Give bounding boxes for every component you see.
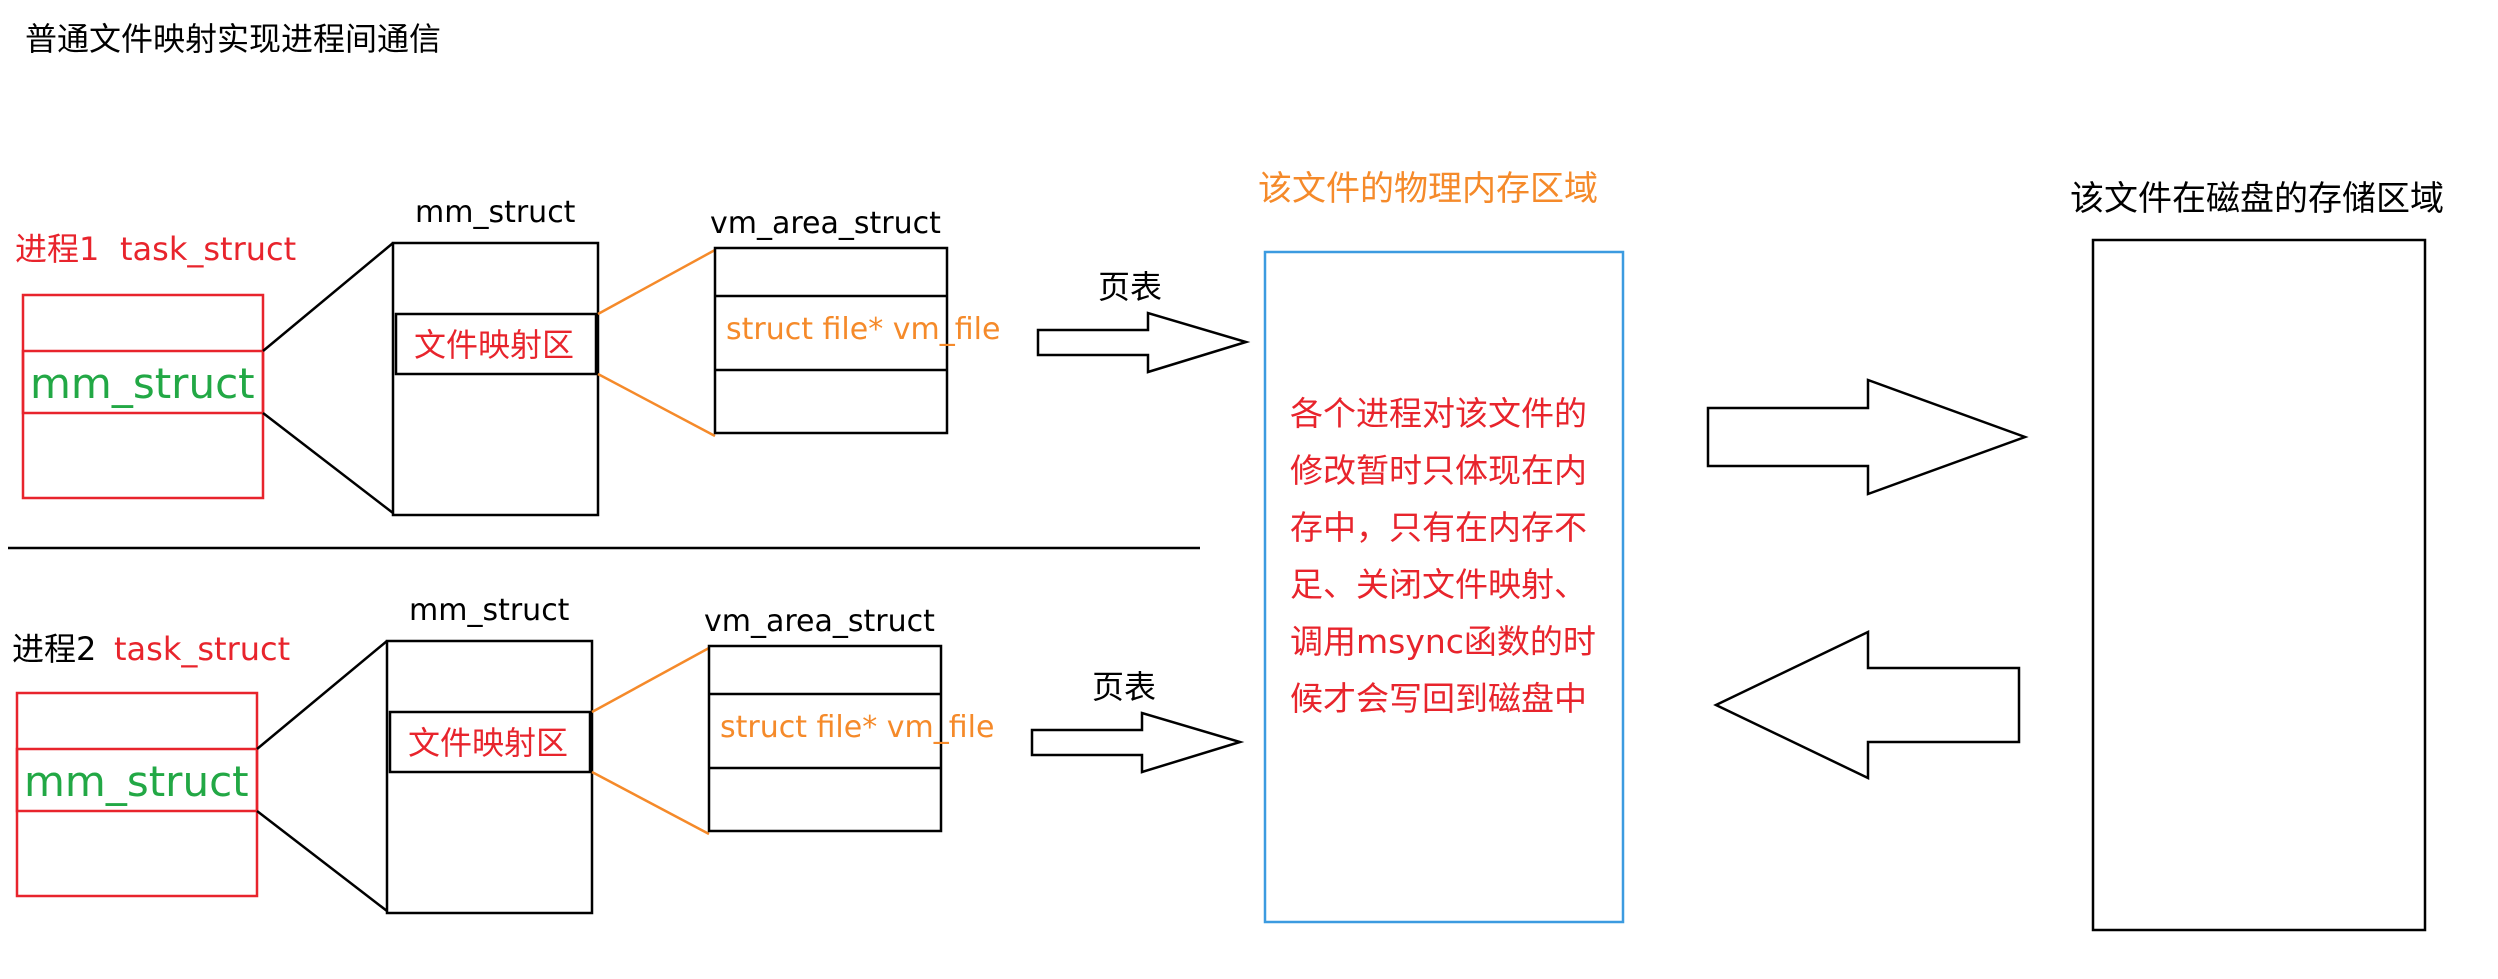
disk-box [2091, 238, 2427, 932]
process-2-task-struct-label: task_struct [114, 630, 290, 668]
process-1-name: 进程1 [15, 230, 99, 268]
process-1-mm-struct-field [21, 349, 265, 415]
process-1-connector-bottom [262, 412, 394, 514]
process-2-orange-connector-top [591, 646, 710, 714]
process-2-page-table-label: 页表 [1092, 668, 1156, 706]
process-1-orange-connector-top [597, 248, 716, 316]
hollow-arrow-right-icon [1030, 711, 1245, 774]
process-2-mapping-region-label: 文件映射区 [408, 724, 568, 762]
physical-memory-note-line-2: 修改暂时只体现在内 [1290, 451, 1587, 490]
physical-memory-note-line-1: 各个进程对该文件的 [1290, 394, 1587, 433]
process-1-page-table-label: 页表 [1098, 268, 1162, 306]
physical-memory-box [1263, 250, 1625, 924]
hollow-arrow-left-icon [1713, 630, 2021, 780]
process-1-mm-struct-label: mm_struct [415, 195, 576, 230]
physical-memory-note-line-5: 调用msync函数的时 [1290, 622, 1596, 661]
process-2-connector-top [256, 640, 388, 750]
physical-memory-note-line-6: 候才会写回到磁盘中 [1290, 679, 1587, 718]
process-1-vm-area-label: vm_area_struct [710, 206, 941, 241]
process-1-mm-struct-field-label: mm_struct [30, 359, 255, 408]
process-1-task-struct-label: task_struct [120, 230, 296, 268]
process-2-vm-area-box [707, 644, 943, 833]
process-1-vm-file-field: struct file* vm_file [726, 312, 1000, 347]
process-2-vm-file-field: struct file* vm_file [720, 710, 994, 745]
physical-memory-note-line-3: 存中，只有在内存不 [1290, 508, 1587, 547]
hollow-arrow-right-icon [1706, 378, 2029, 496]
process-2-mm-struct-field [15, 747, 259, 813]
process-1-mm-struct-box [391, 241, 600, 517]
process-2-orange-connector-bottom [591, 770, 710, 836]
process-1-vm-area-box [713, 246, 949, 435]
process-2-mm-struct-field-label: mm_struct [24, 757, 249, 806]
process-2-name: 进程2 [12, 630, 96, 668]
physical-memory-group: 该文件的物理内存区域 各个进程对该文件的 修改暂时只体现在内 存中，只有在内存不… [1258, 169, 1625, 924]
process-2-connector-bottom [256, 810, 388, 912]
disk-group: 该文件在磁盘的存储区域 [2070, 179, 2444, 932]
physical-memory-note-line-4: 足、关闭文件映射、 [1290, 565, 1587, 604]
physical-memory-label: 该文件的物理内存区域 [1258, 169, 1598, 209]
process-1-group: 进程1 task_struct mm_struct mm_struct 文件映射… [15, 195, 1251, 517]
process-2-vm-area-label: vm_area_struct [704, 604, 935, 639]
process-1-mapping-region-label: 文件映射区 [414, 326, 574, 364]
diagram-title: 普通文件映射实现进程间通信 [25, 20, 441, 58]
process-2-group: 进程2 task_struct mm_struct mm_struct 文件映射… [12, 593, 1245, 915]
process-1-orange-connector-bottom [597, 372, 716, 438]
process-1-connector-top [262, 242, 394, 352]
hollow-arrow-right-icon [1036, 311, 1251, 374]
disk-label: 该文件在磁盘的存储区域 [2070, 179, 2444, 219]
process-2-mapping-region-box [388, 710, 592, 774]
process-2-mm-struct-label: mm_struct [409, 593, 570, 628]
process-1-mapping-region-box [394, 312, 598, 376]
process-2-mm-struct-box [385, 639, 594, 915]
